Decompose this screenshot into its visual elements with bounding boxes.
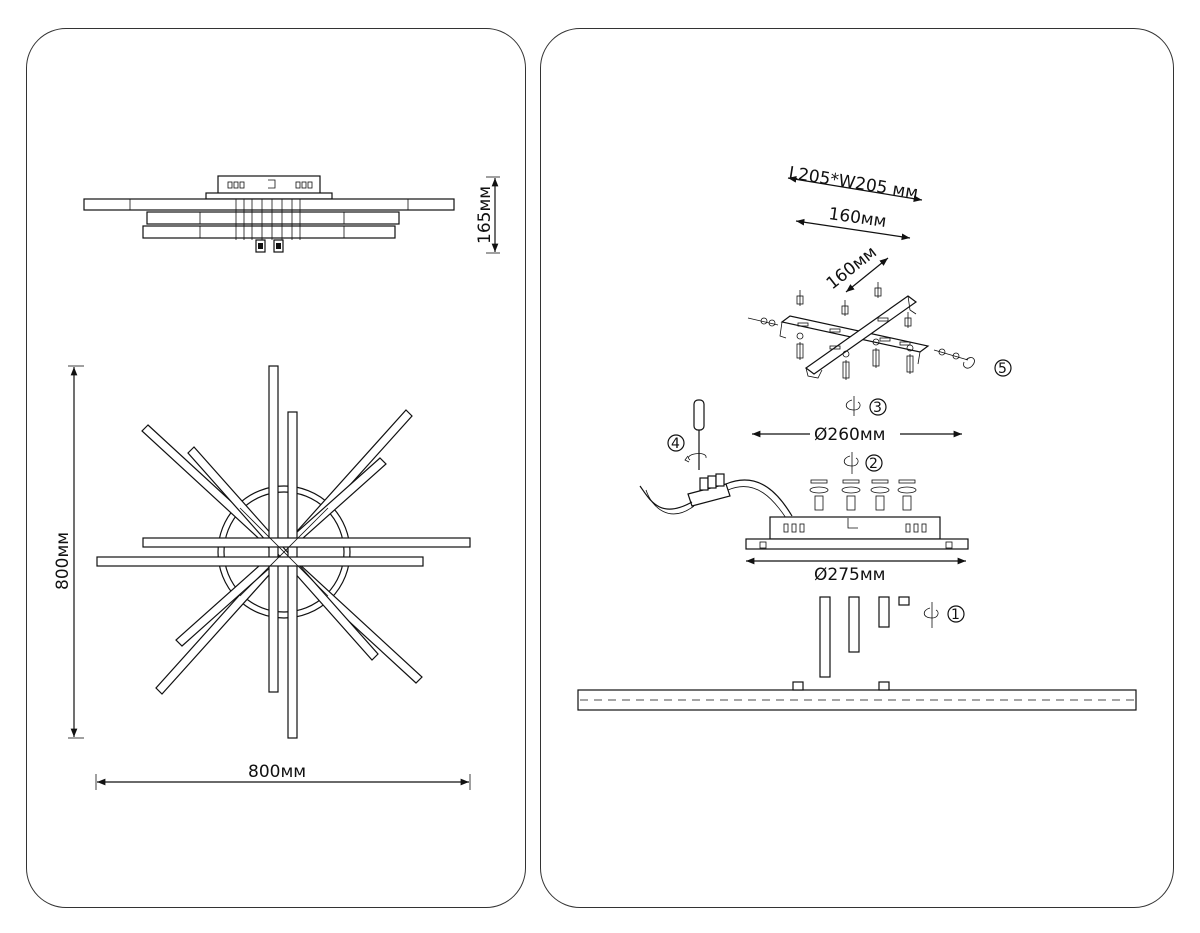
slot-dimension-1-label: 160мм bbox=[827, 204, 887, 232]
svg-text:5: 5 bbox=[998, 361, 1007, 377]
terminal-block bbox=[639, 473, 793, 519]
side-dimension-label: 800мм bbox=[53, 532, 73, 590]
step-marker-2: 2 bbox=[843, 452, 883, 474]
step-marker-3: 3 bbox=[845, 396, 887, 416]
hole-diameter-label: Ø260мм bbox=[814, 425, 885, 445]
slot-dimension-2 bbox=[845, 257, 889, 293]
height-dimension-label: 165мм bbox=[475, 186, 495, 244]
step-marker-1: 1 bbox=[923, 602, 965, 628]
side-dimension bbox=[68, 365, 84, 739]
svg-text:1: 1 bbox=[951, 607, 960, 623]
base-canopy bbox=[745, 516, 969, 550]
plate-dimension bbox=[787, 176, 923, 202]
step-marker-4: 4 bbox=[667, 434, 685, 452]
base-screws bbox=[809, 479, 917, 511]
plate-dimension-label: L205*W205 мм bbox=[787, 163, 919, 203]
svg-text:3: 3 bbox=[873, 400, 882, 416]
lamp-body-bar bbox=[577, 681, 1137, 711]
step-marker-5: 5 bbox=[994, 359, 1012, 377]
bottom-dimension bbox=[95, 774, 471, 790]
height-dimension bbox=[486, 176, 500, 254]
bottom-dimension-label: 800мм bbox=[248, 762, 306, 782]
screwdriver bbox=[684, 399, 707, 470]
svg-text:4: 4 bbox=[671, 436, 680, 452]
base-diameter-label: Ø275мм bbox=[814, 565, 885, 585]
side-elevation-view bbox=[83, 175, 455, 253]
top-plan-view bbox=[96, 365, 471, 739]
connector-pieces bbox=[819, 596, 910, 678]
right-panel bbox=[540, 28, 1174, 908]
mounting-bracket bbox=[779, 295, 930, 379]
slot-dimension-2-label: 160мм bbox=[823, 242, 881, 294]
svg-text:2: 2 bbox=[869, 456, 878, 472]
bracket-screws bbox=[747, 282, 975, 380]
slot-dimension-1 bbox=[795, 218, 911, 241]
